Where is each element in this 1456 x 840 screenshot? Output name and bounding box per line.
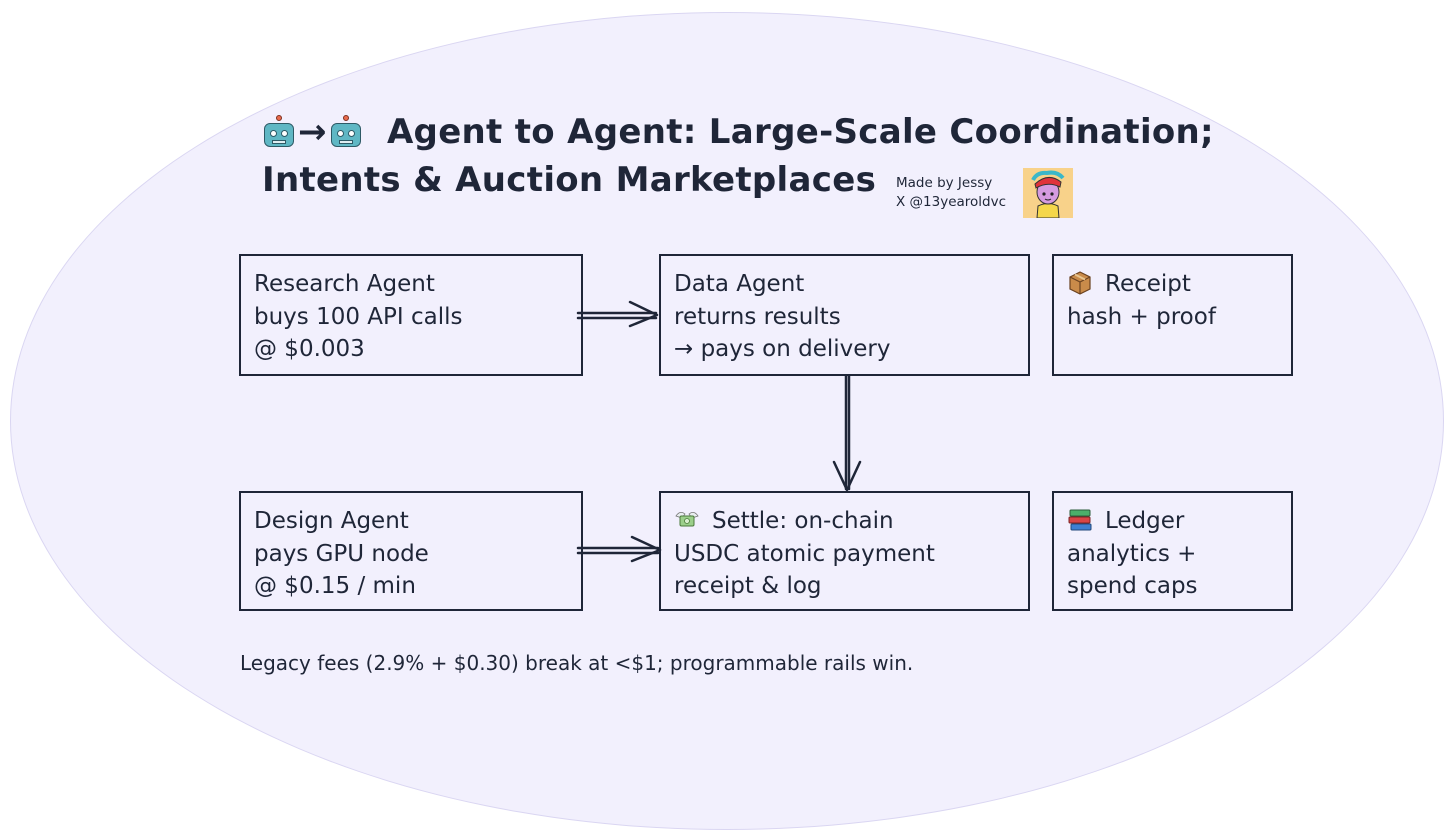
avatar <box>1023 168 1073 218</box>
arrow-data-to-settle <box>832 374 862 492</box>
ledger-title: Ledger <box>1105 508 1185 534</box>
money-with-wings-icon <box>674 506 700 532</box>
data-agent-title: Data Agent <box>674 271 805 297</box>
settle-detail: USDC atomic payment <box>674 540 935 567</box>
title-line-1: → Agent to Agent: Large-Scale Coordinati… <box>262 108 1222 156</box>
title-text-1: Agent to Agent: Large-Scale Coordination… <box>386 112 1214 152</box>
receipt-box: Receipt hash + proof <box>1052 254 1293 376</box>
diagram-title: → Agent to Agent: Large-Scale Coordinati… <box>262 108 1222 204</box>
credit-line-1: Made by Jessy <box>896 175 993 191</box>
research-agent-title: Research Agent <box>254 271 435 297</box>
research-agent-detail: buys 100 API calls <box>254 303 463 330</box>
ledger-title-line: Ledger <box>1067 505 1278 538</box>
data-agent-detail: returns results <box>674 303 841 330</box>
avatar-illustration <box>1023 168 1073 218</box>
title-text-2: Intents & Auction Marketplaces <box>262 160 877 200</box>
arrow-design-to-settle <box>576 535 662 563</box>
title-arrow: → <box>298 112 327 152</box>
books-icon <box>1067 506 1093 532</box>
design-agent-box: Design Agent pays GPU node @ $0.15 / min <box>239 491 583 611</box>
ledger-box: Ledger analytics + spend caps <box>1052 491 1293 611</box>
data-agent-box: Data Agent returns results → pays on del… <box>659 254 1030 376</box>
package-icon <box>1067 269 1093 295</box>
design-agent-price: @ $0.15 / min <box>254 573 416 599</box>
credit: Made by Jessy X @13yearoldvc <box>896 174 1006 212</box>
receipt-title: Receipt <box>1105 271 1191 297</box>
credit-line-2: X @13yearoldvc <box>896 194 1007 210</box>
footer-note: Legacy fees (2.9% + $0.30) break at <$1;… <box>240 651 914 675</box>
data-agent-payment: → pays on delivery <box>674 336 891 362</box>
arrow-research-to-data <box>576 300 659 328</box>
robot-icon <box>329 115 363 147</box>
research-agent-box: Research Agent buys 100 API calls @ $0.0… <box>239 254 583 376</box>
receipt-title-line: Receipt <box>1067 268 1278 301</box>
settle-log: receipt & log <box>674 573 822 599</box>
background-ellipse <box>10 12 1444 830</box>
ledger-detail-1: analytics + <box>1067 540 1197 567</box>
settle-title: Settle: on-chain <box>712 508 894 534</box>
design-agent-title: Design Agent <box>254 508 409 534</box>
receipt-detail: hash + proof <box>1067 303 1216 330</box>
settle-title-line: Settle: on-chain <box>674 505 1015 538</box>
design-agent-detail: pays GPU node <box>254 540 429 567</box>
ledger-detail-2: spend caps <box>1067 573 1198 599</box>
research-agent-price: @ $0.003 <box>254 336 365 362</box>
robot-icon <box>262 115 296 147</box>
